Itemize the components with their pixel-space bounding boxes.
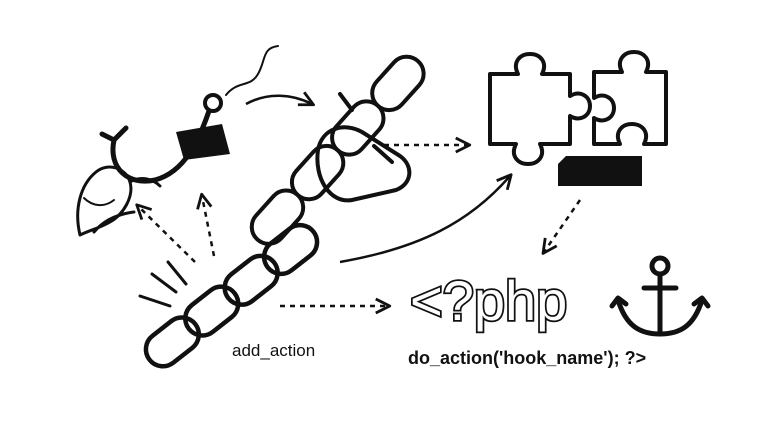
filter-tag: FILTER xyxy=(558,156,642,186)
puzzle-pieces-icon xyxy=(488,50,668,166)
chain-carabiner-icon xyxy=(249,54,426,246)
chain-links-icon xyxy=(138,222,320,369)
wp-tag-label: WP xyxy=(193,134,217,152)
arrow-hook-to-chain xyxy=(245,91,315,107)
filter-tag-label: FILTER xyxy=(574,164,626,181)
add-action-label: add_action xyxy=(232,341,315,360)
fish-hook-icon xyxy=(76,45,279,237)
dashed-arrow-filter-to-code xyxy=(541,199,582,255)
php-open-tag: <?php xyxy=(410,269,567,332)
dashed-arrow-chain-to-hand xyxy=(135,203,196,263)
arrow-chain-to-puzzle xyxy=(339,173,513,264)
wp-tag: WP xyxy=(176,124,230,160)
anchor-icon xyxy=(609,255,711,337)
do-action-code: do_action('hook_name'); ?> xyxy=(408,348,646,368)
wp-tag-shape xyxy=(176,124,230,160)
filter-tag-shape xyxy=(558,156,642,186)
dashed-arrow-chain-to-hook xyxy=(196,192,216,257)
